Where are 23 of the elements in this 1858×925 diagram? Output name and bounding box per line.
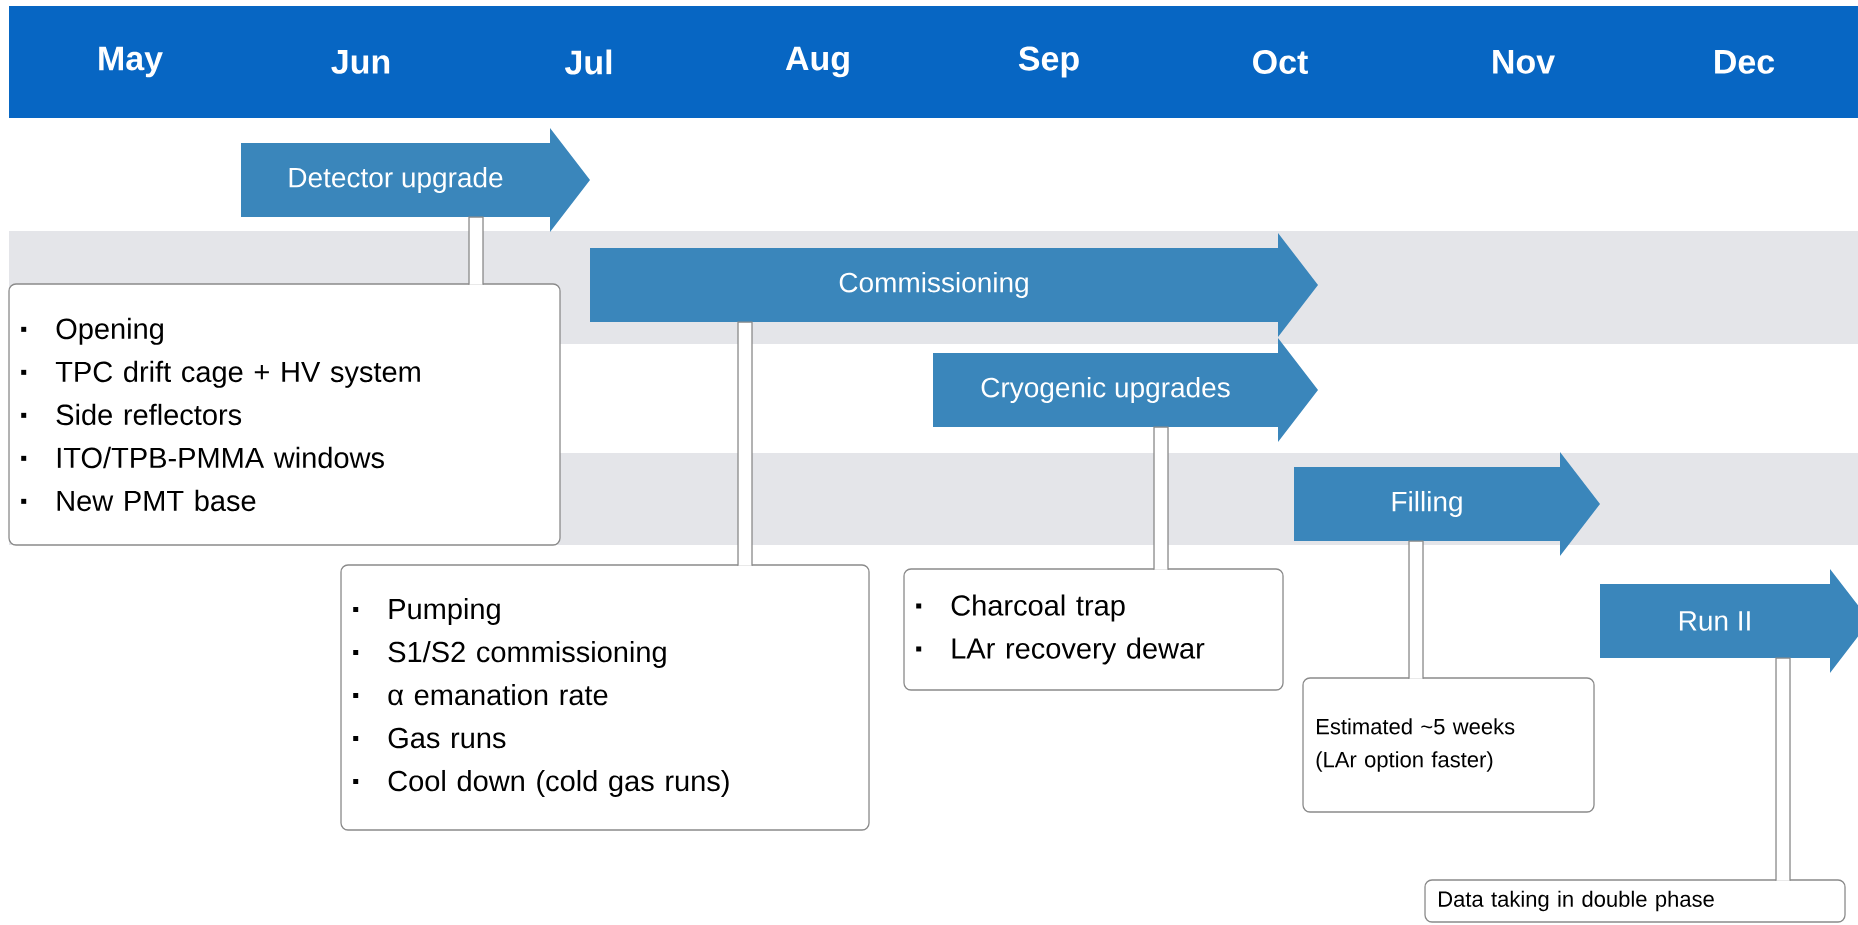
callout-pointer <box>737 321 753 567</box>
callout-box: Charcoal trap LAr recovery dewar <box>903 568 1284 691</box>
month-label: Jul <box>564 49 612 75</box>
month-label: Aug <box>785 46 849 78</box>
month-label: Oct <box>1253 49 1308 74</box>
callout-box: Estimated ~5 weeks (LAr option faster) <box>1302 677 1595 813</box>
callout-box: Pumping S1/S2 commissioning α emanation rate Gas runs Cool down (cold gas runs) <box>340 564 870 831</box>
arrow-bar: Cryogenic upgrades <box>933 338 1318 442</box>
month-label: Jun <box>331 50 390 74</box>
month-label: May <box>99 46 163 78</box>
callout-box: Opening TPC drift cage + HV system Side reflectors ITO/TPB-PMMA windows New PMT base <box>8 283 561 546</box>
month-label: Sep <box>1018 46 1079 78</box>
arrow-bar: Commissioning <box>590 233 1318 337</box>
callout-pointer <box>1153 426 1169 571</box>
month-label: Dec <box>1715 50 1775 74</box>
callout-box: Data taking in double phase <box>1424 879 1846 923</box>
arrow-bar: Filling <box>1294 452 1600 556</box>
callout-pointer <box>1408 540 1424 680</box>
arrow-bar: Run II <box>1600 569 1858 673</box>
month-label: Nov <box>1493 50 1555 74</box>
callout-pointer <box>1775 657 1791 882</box>
callout-pointer <box>468 216 484 286</box>
arrow-bar: Detector upgrade <box>241 128 590 232</box>
